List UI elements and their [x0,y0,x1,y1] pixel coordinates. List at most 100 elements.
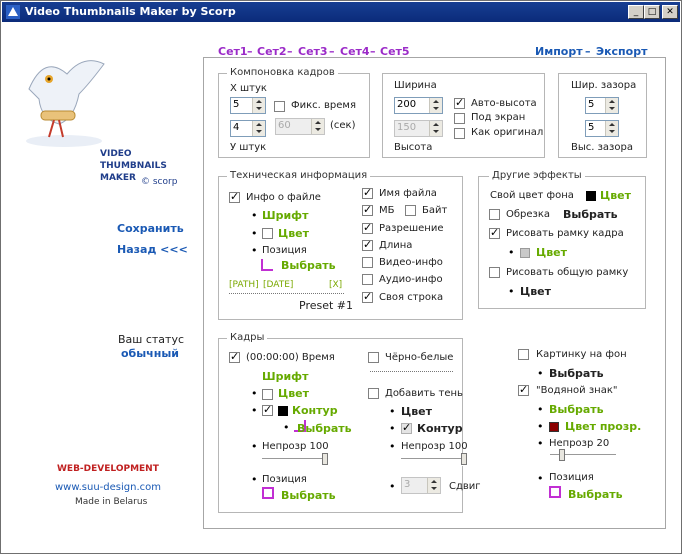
contour-button[interactable]: Контур [292,404,338,417]
y-count-spinner-icon[interactable] [252,121,265,136]
frames-color-button[interactable]: Цвет [278,387,310,400]
tech-font-button[interactable]: Шрифт [262,209,309,222]
total-border-color[interactable]: Цвет [520,285,552,298]
app-icon [6,5,20,19]
tech-position-choose[interactable]: Выбрать [281,259,336,272]
token-path[interactable]: [PATH] [229,280,259,290]
slider-thumb-icon[interactable] [461,453,467,465]
time-input[interactable]: 60 [275,118,325,135]
y-count-label: У штук [230,142,267,153]
width-label: Ширина [394,80,437,91]
tab-set3[interactable]: Сет3 [298,45,328,58]
gap-height-spinner-icon[interactable] [605,121,618,136]
close-button[interactable]: ✕ [662,5,678,19]
filename-checkbox[interactable] [362,186,373,199]
watermark-checkbox[interactable] [518,383,529,396]
file-info-checkbox[interactable] [229,190,240,203]
width-spinner-icon[interactable] [429,98,442,113]
shift-spinner-icon[interactable] [427,478,440,493]
watermark-position-choose[interactable]: Выбрать [568,488,623,501]
height-spinner-icon[interactable] [429,121,442,136]
status-label: Ваш статус [118,333,185,346]
save-button[interactable]: Сохранить [117,222,184,235]
site-link[interactable]: www.suu-design.com [55,482,162,493]
shadow-checkbox[interactable] [368,388,379,399]
gap-height-input[interactable]: 5 [585,120,619,137]
width-input[interactable]: 200 [394,97,443,114]
gap-width-spinner-icon[interactable] [605,98,618,113]
bg-picture-choose[interactable]: Выбрать [549,367,604,380]
height-input[interactable]: 150 [394,120,443,137]
bg-picture-checkbox[interactable] [518,349,529,360]
title-bar[interactable]: Video Thumbnails Maker by Scorp _ □ ✕ [2,2,680,22]
under-screen-label: Под экран [471,112,526,123]
length-checkbox[interactable] [362,238,373,251]
watermark-choose[interactable]: Выбрать [549,403,604,416]
slider-thumb-icon[interactable] [559,449,565,461]
frames-color-checkbox[interactable] [262,389,273,400]
tab-set4[interactable]: Сет4 [340,45,370,58]
resolution-checkbox[interactable] [362,221,373,234]
watermark-color-swatch-icon[interactable] [549,422,559,432]
crop-choose[interactable]: Выбрать [563,208,618,221]
watermark-position-icon[interactable] [549,486,561,498]
frames-position-choose[interactable]: Выбрать [281,489,336,502]
y-count-input[interactable]: 4 [230,120,266,137]
tech-color-button[interactable]: Цвет [278,227,310,240]
own-line-checkbox[interactable] [362,290,373,303]
auto-height-checkbox[interactable] [454,96,465,109]
x-count-spinner-icon[interactable] [252,98,265,113]
frame-color-button[interactable]: Цвет [536,246,568,259]
frame-border-checkbox[interactable] [489,226,500,239]
under-screen-checkbox[interactable] [454,113,465,124]
frame-color-swatch-icon[interactable] [520,248,530,258]
contour-checkbox[interactable] [262,403,273,416]
shift-input[interactable]: 3 [401,477,441,494]
watermark-opacity-slider[interactable] [550,449,616,462]
contour-position-icon[interactable] [294,420,306,432]
export-button[interactable]: Экспорт [596,45,648,58]
token-date[interactable]: [DATE] [263,280,294,290]
bw-checkbox[interactable] [368,352,379,363]
crop-checkbox[interactable] [489,209,500,220]
video-info-checkbox[interactable] [362,257,373,268]
total-border-checkbox[interactable] [489,267,500,278]
contour-swatch-icon[interactable] [278,406,288,416]
frames-font-button[interactable]: Шрифт [262,370,309,383]
tab-dash-1: – [247,45,253,58]
back-button[interactable]: Назад <<< [117,243,188,256]
tab-set5[interactable]: Сет5 [380,45,410,58]
layout-group: Компоновка кадров [218,67,370,158]
x-count-input[interactable]: 5 [230,97,266,114]
fix-time-checkbox[interactable] [274,101,285,112]
slider-thumb-icon[interactable] [322,453,328,465]
tab-set2[interactable]: Сет2 [257,45,287,58]
token-x[interactable]: [X] [329,280,343,290]
bg-color-button[interactable]: Цвет [600,189,632,202]
shadow-contour-checkbox[interactable] [401,421,412,434]
byte-checkbox[interactable] [405,205,416,216]
bullet-icon: • [251,387,258,400]
shadow-color[interactable]: Цвет [401,405,433,418]
shadow-contour[interactable]: Контур [417,422,463,435]
minimize-button[interactable]: _ [628,5,644,19]
as-original-checkbox[interactable] [454,128,465,139]
import-button[interactable]: Импорт [535,45,583,58]
mb-checkbox[interactable] [362,203,373,216]
tech-color-checkbox[interactable] [262,228,273,239]
position-corner-icon[interactable] [261,259,273,271]
time-spinner-icon[interactable] [311,119,324,134]
maximize-button[interactable]: □ [644,5,660,19]
bg-color-swatch-icon[interactable] [586,191,596,201]
contour-choose[interactable]: Выбрать [297,422,352,435]
watermark-color-button[interactable]: Цвет прозр. [565,420,642,433]
shadow-opacity-slider[interactable] [401,453,467,466]
gap-width-input[interactable]: 5 [585,97,619,114]
tab-set1[interactable]: Сет1 [218,45,248,58]
frames-opacity-slider[interactable] [262,453,328,466]
sec-label: (сек) [330,120,356,131]
time-checkbox[interactable] [229,350,240,363]
shadow-opacity-label: Непрозр 100 [401,441,468,452]
frames-position-icon[interactable] [262,487,274,499]
audio-info-checkbox[interactable] [362,274,373,285]
